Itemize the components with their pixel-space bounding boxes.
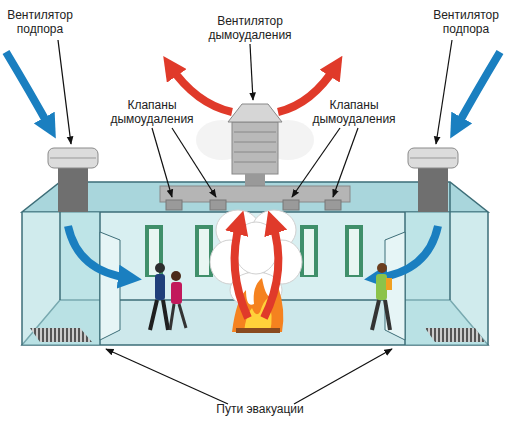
supply-fan	[48, 148, 98, 212]
supply-air-arrow	[6, 52, 500, 278]
evacuating-person	[150, 263, 186, 330]
smoke-valves	[166, 200, 341, 210]
right-room	[405, 212, 488, 345]
exhaust-duct	[160, 186, 350, 202]
leader-line	[58, 40, 452, 404]
floor-grate	[30, 328, 92, 342]
callout-label: Клапаны дымоудаления	[102, 98, 202, 126]
callout-label: Вентилятор подпора	[426, 8, 506, 36]
floor-grate	[425, 328, 485, 342]
callout-label: Вентилятор дымоудаления	[190, 14, 310, 42]
callout-label: Пути эвакуации	[195, 402, 325, 416]
smoke-flow-arrow	[170, 66, 336, 318]
left-room	[22, 212, 100, 345]
evacuating-person	[372, 263, 392, 330]
supply-fan	[408, 148, 458, 212]
callout-label: Клапаны дымоудаления	[304, 98, 404, 126]
callout-label: Вентилятор подпора	[0, 8, 80, 36]
smoke-exhaust-fan	[196, 104, 314, 188]
